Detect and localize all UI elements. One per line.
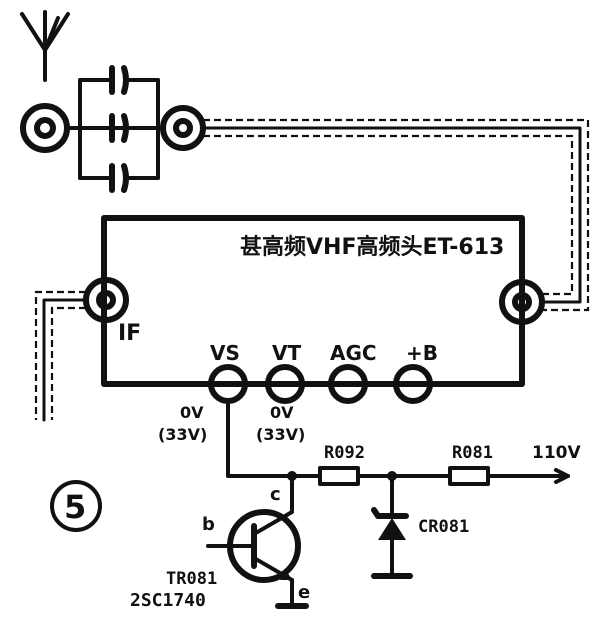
figure-number-badge: 5 — [50, 480, 102, 532]
resistor-r092 — [318, 466, 360, 486]
tuner-rf-input-connector — [499, 279, 545, 325]
r092-label: R092 — [324, 443, 365, 463]
terminal-label-b-plus: +B — [406, 341, 438, 365]
terminal-label-agc: AGC — [330, 341, 377, 365]
terminal-pin-vt — [265, 364, 305, 404]
supply-voltage: 110V — [532, 443, 581, 463]
terminal-label-vs: VS — [210, 341, 240, 365]
collector-label: c — [270, 484, 281, 505]
tr081-part-number: 2SC1740 — [130, 590, 206, 611]
resistor-r081 — [448, 466, 490, 486]
filter-output-connector — [160, 105, 206, 151]
control-line — [226, 399, 570, 518]
vt-voltage: 0V — [270, 403, 294, 422]
if-label: IF — [118, 321, 141, 346]
coax-cable-if — [34, 290, 88, 422]
terminal-pin-agc — [328, 364, 368, 404]
supply-arrow-icon — [554, 468, 570, 484]
terminal-label-vt: VT — [272, 341, 301, 365]
figure-number: 5 — [64, 488, 86, 526]
tuner-module-box — [101, 215, 525, 387]
tr081-label: TR081 — [166, 569, 217, 589]
r081-label: R081 — [452, 443, 493, 463]
emitter-label: e — [298, 582, 310, 603]
tuner-title: 甚高频VHF高频头ET-613 — [240, 234, 504, 260]
capacitor-filter-block — [65, 65, 165, 193]
base-label: b — [202, 514, 215, 535]
cr081-label: CR081 — [418, 517, 469, 537]
antenna-icon — [20, 10, 70, 82]
vs-alt-voltage: (33V) — [158, 425, 207, 444]
terminal-pin-b-plus — [393, 364, 433, 404]
zener-diode-cr081 — [371, 507, 413, 579]
transistor-tr081 — [206, 509, 309, 609]
vs-voltage: 0V — [180, 403, 204, 422]
coax-cable-antenna — [201, 118, 590, 312]
antenna-input-connector — [20, 103, 70, 153]
vt-alt-voltage: (33V) — [256, 425, 305, 444]
